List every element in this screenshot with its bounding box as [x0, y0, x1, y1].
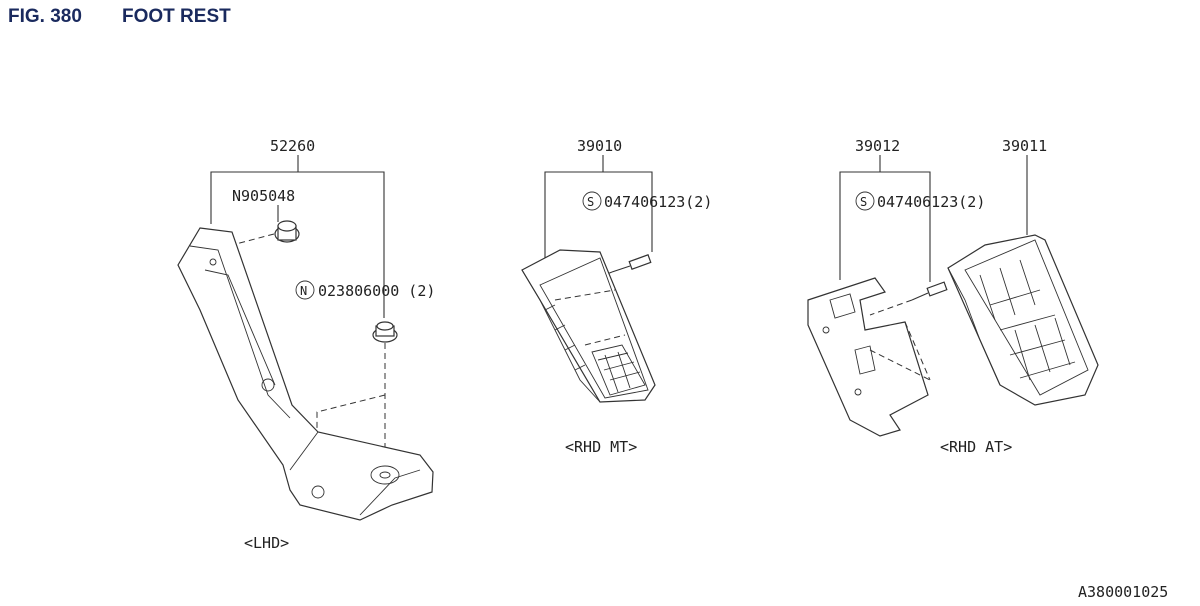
rhd-mt-group: 39010 S 047406123(2) <RHD MT>: [521, 137, 712, 456]
s-symbol-letter: S: [587, 195, 594, 209]
n-symbol-letter: N: [300, 284, 307, 298]
s-symbol-letter: S: [860, 195, 867, 209]
foot-rest-at: [947, 234, 1099, 406]
bracket-line: [210, 171, 385, 318]
screw-mt: [611, 254, 652, 273]
callout-52260: 52260: [270, 137, 315, 155]
callout-023806000: 023806000 (2): [318, 282, 435, 300]
callout-39011: 39011: [1002, 137, 1047, 155]
variant-label-lhd: <LHD>: [244, 534, 289, 552]
s-symbol-icon: [855, 191, 875, 211]
callout-047406123-at: 047406123(2): [877, 193, 985, 211]
rhd-at-group: 39012 39011 S 047406123(2): [807, 137, 1099, 456]
figure-number: FIG. 380: [8, 6, 82, 27]
callout-39010: 39010: [577, 137, 622, 155]
nut-023806000: [372, 321, 398, 343]
bracket-39012: [807, 277, 931, 437]
callout-047406123-mt: 047406123(2): [604, 193, 712, 211]
foot-rest-mt: [521, 249, 656, 403]
s-symbol-icon: [582, 191, 602, 211]
n-symbol-icon: [295, 280, 315, 300]
foot-rest-lhd: [177, 227, 434, 521]
variant-label-rhd-mt: <RHD MT>: [565, 438, 637, 456]
bracket-line: [544, 171, 653, 258]
lhd-group: 52260 N905048 N 023806000 (2): [177, 137, 435, 552]
callout-n905048: N905048: [232, 187, 295, 205]
screw-at: [911, 281, 948, 301]
variant-label-rhd-at: <RHD AT>: [940, 438, 1012, 456]
bracket-line: [839, 171, 931, 282]
nut-n905048: [274, 220, 300, 243]
figure-title: FOOT REST: [122, 6, 231, 27]
callout-39012: 39012: [855, 137, 900, 155]
reference-code: A380001025: [1078, 583, 1168, 601]
